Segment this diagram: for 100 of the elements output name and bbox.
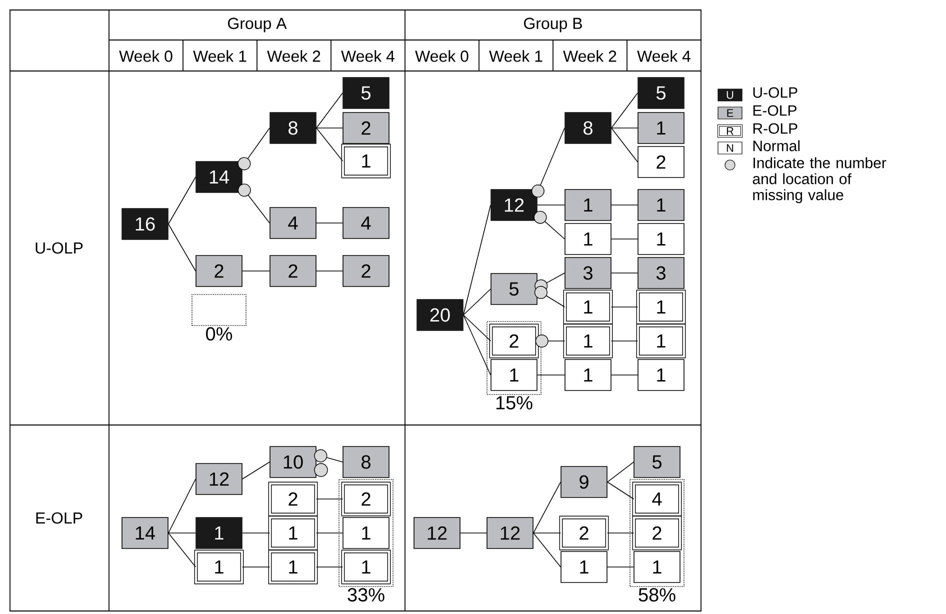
count-box: 14 (122, 517, 168, 549)
count-box: 20 (416, 299, 464, 331)
legend-text: E-OLP (753, 105, 796, 116)
count-box: 3 (564, 257, 612, 289)
branch-line (537, 204, 565, 206)
count-box: 12 (490, 189, 538, 221)
branch-line (168, 176, 196, 224)
branch-line (607, 482, 634, 500)
count-box: 1 (563, 324, 613, 358)
count-box: 5 (638, 77, 684, 109)
count-box: 2 (268, 482, 318, 516)
count-box: 2 (341, 482, 391, 516)
count-box: 8 (564, 112, 612, 144)
count-box: 5 (342, 77, 390, 109)
branch-line (611, 238, 638, 240)
week-header: Week 4 (341, 50, 394, 62)
count-box: 2 (196, 255, 242, 287)
node-label: 58% (638, 588, 676, 602)
branch-line (463, 288, 491, 316)
week-header: Week 0 (415, 50, 468, 62)
count-box: 1 (560, 551, 608, 583)
branch-line (611, 374, 638, 376)
branch-line (316, 222, 343, 224)
count-box: 14 (196, 161, 242, 193)
legend-text: U-OLP (753, 87, 798, 98)
branch-line (535, 334, 566, 348)
count-box: 12 (196, 463, 242, 495)
node-label: 33% (348, 588, 384, 602)
branch-line (537, 374, 565, 376)
branch-line (610, 340, 638, 342)
dotted-group-box: 0% (192, 294, 246, 341)
branch-line (611, 128, 638, 162)
count-box: 1 (341, 144, 391, 178)
branch-line (242, 462, 270, 480)
branch-line (611, 92, 638, 128)
count-box: 4 (342, 207, 390, 239)
branch-line (610, 306, 638, 308)
count-box: 1 (636, 324, 686, 358)
branch-line (242, 270, 270, 272)
branch-line (463, 314, 492, 342)
week-header: Week 1 (193, 50, 246, 62)
count-box: 2 (632, 516, 682, 550)
branch-line (316, 566, 344, 568)
branch-line (316, 532, 343, 534)
legend-text: Normal (753, 140, 800, 152)
branch-line (607, 462, 634, 482)
branch-line (533, 482, 561, 534)
branch-line (168, 532, 196, 534)
count-box: 1 (341, 550, 391, 584)
count-box: 4 (632, 482, 682, 516)
count-box: 1 (638, 359, 684, 391)
branch-line (611, 204, 638, 206)
branch-line (611, 272, 638, 274)
count-box: 2 (270, 255, 316, 287)
count-box: 1 (196, 517, 242, 549)
branch-line (463, 204, 491, 316)
count-box: 5 (634, 446, 680, 478)
node-label: 0% (206, 327, 232, 341)
count-box: 4 (270, 207, 316, 239)
branch-line (242, 566, 270, 568)
branch-line (460, 532, 487, 534)
branch-line (316, 92, 343, 128)
row-header: U-OLP (36, 242, 83, 254)
count-box: 1 (564, 359, 612, 391)
count-box: 1 (194, 550, 244, 584)
branch-line (316, 270, 343, 272)
branch-line (314, 449, 343, 462)
count-box: 1 (638, 112, 684, 144)
count-box: 1 (564, 223, 612, 255)
count-box: 1 (268, 550, 318, 584)
count-box: 12 (414, 517, 460, 549)
group-header: Group B (524, 18, 582, 32)
branch-line (316, 498, 344, 500)
branch-line (607, 566, 634, 568)
count-box: 9 (560, 466, 608, 498)
count-box: 1 (563, 290, 613, 324)
count-box: 12 (486, 517, 534, 549)
count-box: 8 (270, 112, 316, 144)
branch-line (534, 210, 565, 240)
count-box: 1 (634, 551, 680, 583)
count-box: 1 (638, 189, 684, 221)
count-box: 2 (342, 255, 390, 287)
node-label: 15% (496, 396, 532, 410)
count-box: 10 (270, 446, 316, 478)
count-box: 5 (490, 273, 538, 305)
week-header: Week 2 (563, 50, 616, 62)
count-box: 1 (636, 290, 686, 324)
count-box: 1 (638, 223, 684, 255)
count-box: 2 (489, 324, 539, 358)
branch-line (534, 286, 566, 308)
branch-line (463, 314, 491, 376)
count-box: 2 (638, 146, 684, 178)
branch-line (533, 532, 561, 568)
group-header: Group A (228, 18, 287, 32)
count-box: 1 (564, 189, 612, 221)
branch-line (168, 478, 196, 534)
branch-line (316, 128, 344, 162)
branch-line (238, 184, 270, 224)
week-header: Week 2 (267, 50, 320, 62)
week-header: Week 1 (489, 50, 542, 62)
